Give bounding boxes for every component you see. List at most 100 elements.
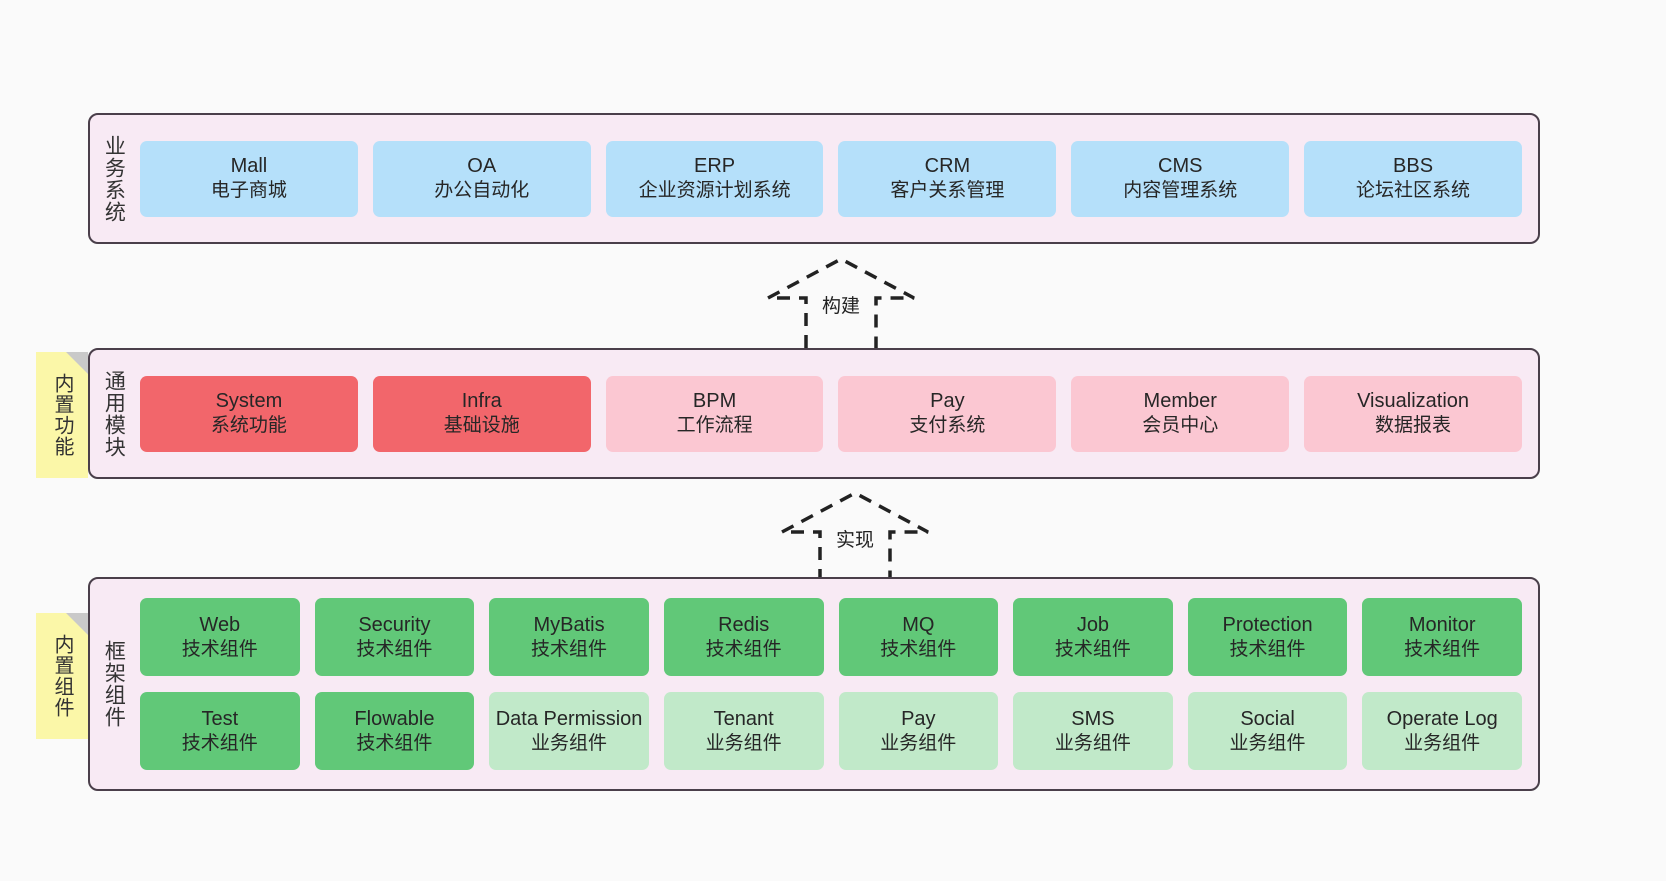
card-cms[interactable]: CMS 内容管理系统 (1071, 140, 1290, 217)
card-subtitle: 业务组件 (1229, 732, 1306, 754)
card-title: Web (199, 613, 241, 636)
card-mybatis[interactable]: MyBatis 技术组件 (489, 598, 649, 676)
card-title: Protection (1222, 613, 1313, 636)
card-mall[interactable]: Mall 电子商城 (140, 140, 358, 217)
card-pay-module[interactable]: Pay 支付系统 (838, 375, 1057, 452)
card-title: ERP (694, 155, 736, 178)
layer-body-common-modules: System 系统功能 Infra 基础设施 BPM 工作流程 Pay 支付系统… (136, 350, 1538, 477)
note-builtin-components: 内置组件 (36, 613, 88, 739)
card-subtitle: 内容管理系统 (1123, 180, 1238, 202)
folded-corner-icon (66, 352, 88, 374)
card-erp[interactable]: ERP 企业资源计划系统 (605, 140, 824, 217)
card-title: CRM (924, 155, 971, 178)
card-subtitle: 技术组件 (181, 638, 258, 660)
card-title: Visualization (1357, 390, 1470, 413)
card-subtitle: 客户关系管理 (890, 180, 1005, 202)
card-security[interactable]: Security 技术组件 (314, 598, 475, 676)
card-subtitle: 办公自动化 (434, 180, 530, 202)
card-subtitle: 论坛社区系统 (1356, 180, 1471, 202)
card-title: Infra (461, 390, 502, 413)
connector-label: 构建 (821, 296, 861, 317)
card-row: Web 技术组件 Security 技术组件 MyBatis 技术组件 Redi… (140, 598, 1522, 676)
note-builtin-functions: 内置功能 (36, 352, 88, 478)
card-redis[interactable]: Redis 技术组件 (663, 598, 824, 676)
card-subtitle: 技术组件 (705, 638, 782, 660)
card-subtitle: 支付系统 (909, 415, 986, 437)
card-title: Member (1143, 390, 1217, 413)
connector-implement: 实现 (770, 487, 940, 587)
card-subtitle: 技术组件 (1229, 638, 1306, 660)
card-monitor[interactable]: Monitor 技术组件 (1362, 598, 1522, 676)
card-crm[interactable]: CRM 客户关系管理 (838, 140, 1057, 217)
card-subtitle: 技术组件 (1404, 638, 1481, 660)
card-title: Pay (901, 707, 936, 730)
card-title: SMS (1071, 707, 1115, 730)
layer-body-business-systems: Mall 电子商城 OA 办公自动化 ERP 企业资源计划系统 CRM 客户关系… (136, 115, 1538, 242)
card-flowable[interactable]: Flowable 技术组件 (314, 692, 475, 770)
card-protection[interactable]: Protection 技术组件 (1187, 598, 1348, 676)
card-row: Test 技术组件 Flowable 技术组件 Data Permission … (140, 692, 1522, 770)
card-subtitle: 技术组件 (181, 732, 258, 754)
card-oa[interactable]: OA 办公自动化 (372, 140, 591, 217)
card-title: BBS (1393, 155, 1434, 178)
card-test[interactable]: Test 技术组件 (140, 692, 300, 770)
card-row: Mall 电子商城 OA 办公自动化 ERP 企业资源计划系统 CRM 客户关系… (140, 140, 1522, 217)
layer-title-business-systems: 业务系统 (102, 134, 126, 223)
card-web[interactable]: Web 技术组件 (140, 598, 300, 676)
card-subtitle: 数据报表 (1375, 415, 1452, 437)
card-title: BPM (692, 390, 737, 413)
card-subtitle: 电子商城 (210, 180, 287, 202)
card-title: CMS (1158, 155, 1203, 178)
generalization-arrow-icon (767, 257, 915, 348)
layer-body-framework-components: Web 技术组件 Security 技术组件 MyBatis 技术组件 Redi… (136, 579, 1538, 789)
card-bpm[interactable]: BPM 工作流程 (605, 375, 824, 452)
card-subtitle: 业务组件 (1404, 732, 1481, 754)
card-subtitle: 技术组件 (1054, 638, 1131, 660)
card-title: Operate Log (1386, 707, 1498, 730)
card-title: MyBatis (533, 613, 605, 636)
card-sms[interactable]: SMS 业务组件 (1013, 692, 1173, 770)
card-visualization[interactable]: Visualization 数据报表 (1304, 375, 1522, 452)
card-operate-log[interactable]: Operate Log 业务组件 (1362, 692, 1522, 770)
card-subtitle: 工作流程 (676, 415, 753, 437)
card-subtitle: 技术组件 (880, 638, 957, 660)
card-tenant[interactable]: Tenant 业务组件 (663, 692, 824, 770)
card-title: Pay (930, 390, 965, 413)
card-title: Redis (718, 613, 770, 636)
card-subtitle: 系统功能 (210, 415, 287, 437)
card-subtitle: 业务组件 (1054, 732, 1131, 754)
layer-framework-components: 框架组件 Web 技术组件 Security 技术组件 MyBatis 技术组件… (88, 577, 1540, 791)
layer-business-systems: 业务系统 Mall 电子商城 OA 办公自动化 ERP 企业资源计划系统 CRM… (88, 113, 1540, 244)
card-title: Job (1076, 613, 1110, 636)
card-pay-component[interactable]: Pay 业务组件 (838, 692, 999, 770)
card-subtitle: 业务组件 (705, 732, 782, 754)
note-label: 内置组件 (51, 634, 73, 718)
layer-title-framework-components: 框架组件 (102, 640, 126, 728)
card-subtitle: 基础设施 (443, 415, 520, 437)
card-data-permission[interactable]: Data Permission 业务组件 (489, 692, 649, 770)
card-title: MQ (902, 613, 935, 636)
card-mq[interactable]: MQ 技术组件 (838, 598, 999, 676)
connector-label: 实现 (835, 530, 875, 551)
card-infra[interactable]: Infra 基础设施 (372, 375, 591, 452)
card-bbs[interactable]: BBS 论坛社区系统 (1304, 140, 1522, 217)
card-system[interactable]: System 系统功能 (140, 375, 358, 452)
folded-corner-icon (66, 613, 88, 635)
card-member[interactable]: Member 会员中心 (1071, 375, 1290, 452)
card-job[interactable]: Job 技术组件 (1013, 598, 1173, 676)
card-subtitle: 技术组件 (356, 732, 433, 754)
card-subtitle: 会员中心 (1142, 415, 1219, 437)
card-row: System 系统功能 Infra 基础设施 BPM 工作流程 Pay 支付系统… (140, 375, 1522, 452)
card-title: Flowable (354, 707, 435, 730)
card-title: Tenant (713, 707, 774, 730)
card-title: Test (201, 707, 239, 730)
layer-common-modules: 通用模块 System 系统功能 Infra 基础设施 BPM 工作流程 Pay… (88, 348, 1540, 479)
note-label: 内置功能 (51, 373, 73, 457)
card-social[interactable]: Social 业务组件 (1187, 692, 1348, 770)
generalization-arrow-icon (781, 491, 929, 582)
card-title: Social (1240, 707, 1295, 730)
connector-build: 构建 (756, 253, 926, 353)
card-subtitle: 业务组件 (531, 732, 608, 754)
card-title: Monitor (1408, 613, 1476, 636)
